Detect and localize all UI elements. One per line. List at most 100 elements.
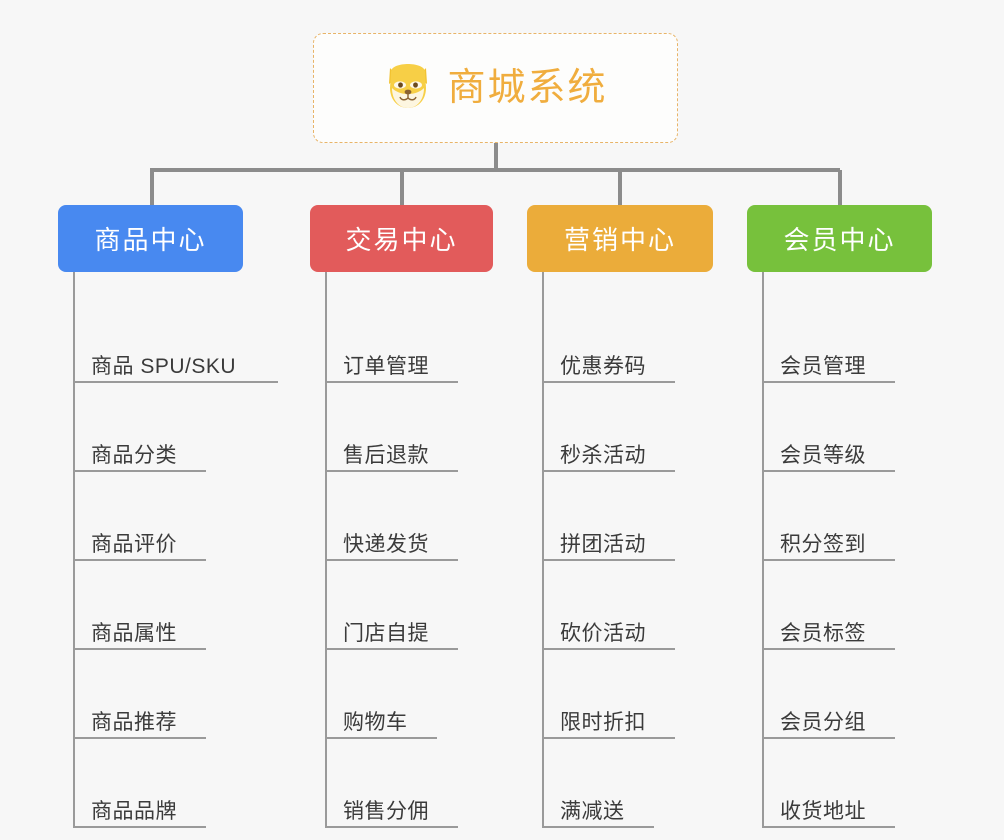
leaf-underline	[325, 470, 458, 472]
connector-drop-2	[400, 170, 404, 206]
leaf-item[interactable]: 商品分类	[58, 383, 243, 472]
leaf-underline	[325, 826, 458, 828]
leaf-underline	[542, 559, 675, 561]
leaf-spine-1	[73, 272, 75, 828]
leaf-item[interactable]: 拼团活动	[527, 472, 713, 561]
root-node[interactable]: 商城系统	[313, 33, 678, 143]
leaf-item[interactable]: 会员管理	[747, 294, 932, 383]
leaf-item[interactable]: 售后退款	[310, 383, 493, 472]
leaf-spine-3	[542, 272, 544, 828]
leaf-label: 满减送	[560, 799, 625, 823]
leaf-underline	[762, 826, 895, 828]
leaf-list-3: 优惠券码 秒杀活动 拼团活动 砍价活动 限时折扣 满减送	[527, 272, 713, 828]
column-header-2[interactable]: 交易中心	[310, 205, 493, 272]
leaf-list-1: 商品 SPU/SKU 商品分类 商品评价 商品属性 商品推荐 商品品牌	[58, 272, 278, 828]
leaf-item[interactable]: 限时折扣	[527, 650, 713, 739]
column-header-1[interactable]: 商品中心	[58, 205, 243, 272]
leaf-label: 门店自提	[343, 621, 429, 645]
leaf-label: 秒杀活动	[560, 443, 646, 467]
leaf-item[interactable]: 快递发货	[310, 472, 493, 561]
leaf-underline	[73, 648, 206, 650]
connector-drop-3	[618, 170, 622, 206]
leaf-item[interactable]: 砍价活动	[527, 561, 713, 650]
leaf-underline	[762, 470, 895, 472]
leaf-label: 订单管理	[343, 354, 429, 378]
column-header-label-3: 营销中心	[563, 225, 676, 255]
leaf-label: 销售分佣	[343, 799, 429, 823]
leaf-list-4: 会员管理 会员等级 积分签到 会员标签 会员分组 收货地址	[747, 272, 932, 828]
connector-horizontal-bar	[150, 168, 840, 172]
leaf-item[interactable]: 收货地址	[747, 739, 932, 828]
leaf-spine-2	[325, 272, 327, 828]
leaf-item[interactable]: 商品品牌	[58, 739, 243, 828]
leaf-item[interactable]: 会员分组	[747, 650, 932, 739]
leaf-item[interactable]: 满减送	[527, 739, 713, 828]
leaf-label: 收货地址	[780, 799, 866, 823]
leaf-underline	[73, 826, 206, 828]
column-header-3[interactable]: 营销中心	[527, 205, 713, 272]
leaf-underline	[762, 559, 895, 561]
leaf-item[interactable]: 商品评价	[58, 472, 243, 561]
leaf-label: 商品品牌	[91, 799, 177, 823]
column-header-label-2: 交易中心	[345, 225, 458, 255]
leaf-label: 积分签到	[780, 532, 866, 556]
leaf-item[interactable]: 会员等级	[747, 383, 932, 472]
leaf-underline	[73, 470, 206, 472]
leaf-list-2: 订单管理 售后退款 快递发货 门店自提 购物车 销售分佣	[310, 272, 493, 828]
leaf-underline	[762, 737, 895, 739]
leaf-label: 会员分组	[780, 710, 866, 734]
leaf-underline	[325, 559, 458, 561]
leaf-underline	[542, 826, 654, 828]
leaf-item[interactable]: 订单管理	[310, 294, 493, 383]
leaf-item[interactable]: 秒杀活动	[527, 383, 713, 472]
connector-drop-4	[838, 170, 842, 206]
leaf-item[interactable]: 门店自提	[310, 561, 493, 650]
column-交易中心: 交易中心 订单管理 售后退款 快递发货 门店自提 购物车	[310, 205, 493, 828]
leaf-spine-4	[762, 272, 764, 828]
leaf-label: 购物车	[343, 710, 408, 734]
leaf-underline	[325, 381, 458, 383]
leaf-label: 商品 SPU/SKU	[91, 354, 237, 378]
leaf-item[interactable]: 销售分佣	[310, 739, 493, 828]
leaf-underline	[542, 737, 675, 739]
leaf-label: 拼团活动	[560, 532, 646, 556]
leaf-underline	[542, 381, 675, 383]
leaf-label: 砍价活动	[560, 621, 646, 645]
leaf-label: 会员管理	[780, 354, 866, 378]
root-title: 商城系统	[447, 67, 608, 109]
leaf-underline	[762, 381, 895, 383]
leaf-label: 优惠券码	[560, 354, 646, 378]
connector-drop-1	[150, 170, 154, 206]
leaf-label: 商品评价	[91, 532, 177, 556]
leaf-underline	[325, 737, 437, 739]
leaf-label: 快递发货	[343, 532, 429, 556]
leaf-item[interactable]: 商品推荐	[58, 650, 243, 739]
leaf-underline	[73, 381, 278, 383]
leaf-item[interactable]: 优惠券码	[527, 294, 713, 383]
leaf-underline	[73, 559, 206, 561]
leaf-label: 限时折扣	[560, 710, 646, 734]
leaf-underline	[762, 648, 895, 650]
leaf-item[interactable]: 商品 SPU/SKU	[58, 294, 278, 383]
leaf-underline	[325, 648, 458, 650]
leaf-label: 会员标签	[780, 621, 866, 645]
shiba-dog-icon	[389, 64, 428, 108]
leaf-label: 会员等级	[780, 443, 866, 467]
leaf-item[interactable]: 购物车	[310, 650, 493, 739]
leaf-underline	[542, 648, 675, 650]
leaf-underline	[73, 737, 206, 739]
column-header-label-4: 会员中心	[783, 225, 896, 255]
leaf-underline	[542, 470, 675, 472]
connector-stem	[494, 143, 498, 171]
column-header-label-1: 商品中心	[94, 225, 207, 255]
leaf-label: 商品推荐	[91, 710, 177, 734]
leaf-label: 商品分类	[91, 443, 177, 467]
column-header-4[interactable]: 会员中心	[747, 205, 932, 272]
column-营销中心: 营销中心 优惠券码 秒杀活动 拼团活动 砍价活动 限时折扣	[527, 205, 713, 828]
leaf-item[interactable]: 积分签到	[747, 472, 932, 561]
leaf-label: 售后退款	[343, 443, 429, 467]
column-商品中心: 商品中心 商品 SPU/SKU 商品分类 商品评价 商品属性 商品推荐	[58, 205, 278, 828]
leaf-item[interactable]: 会员标签	[747, 561, 932, 650]
leaf-item[interactable]: 商品属性	[58, 561, 243, 650]
